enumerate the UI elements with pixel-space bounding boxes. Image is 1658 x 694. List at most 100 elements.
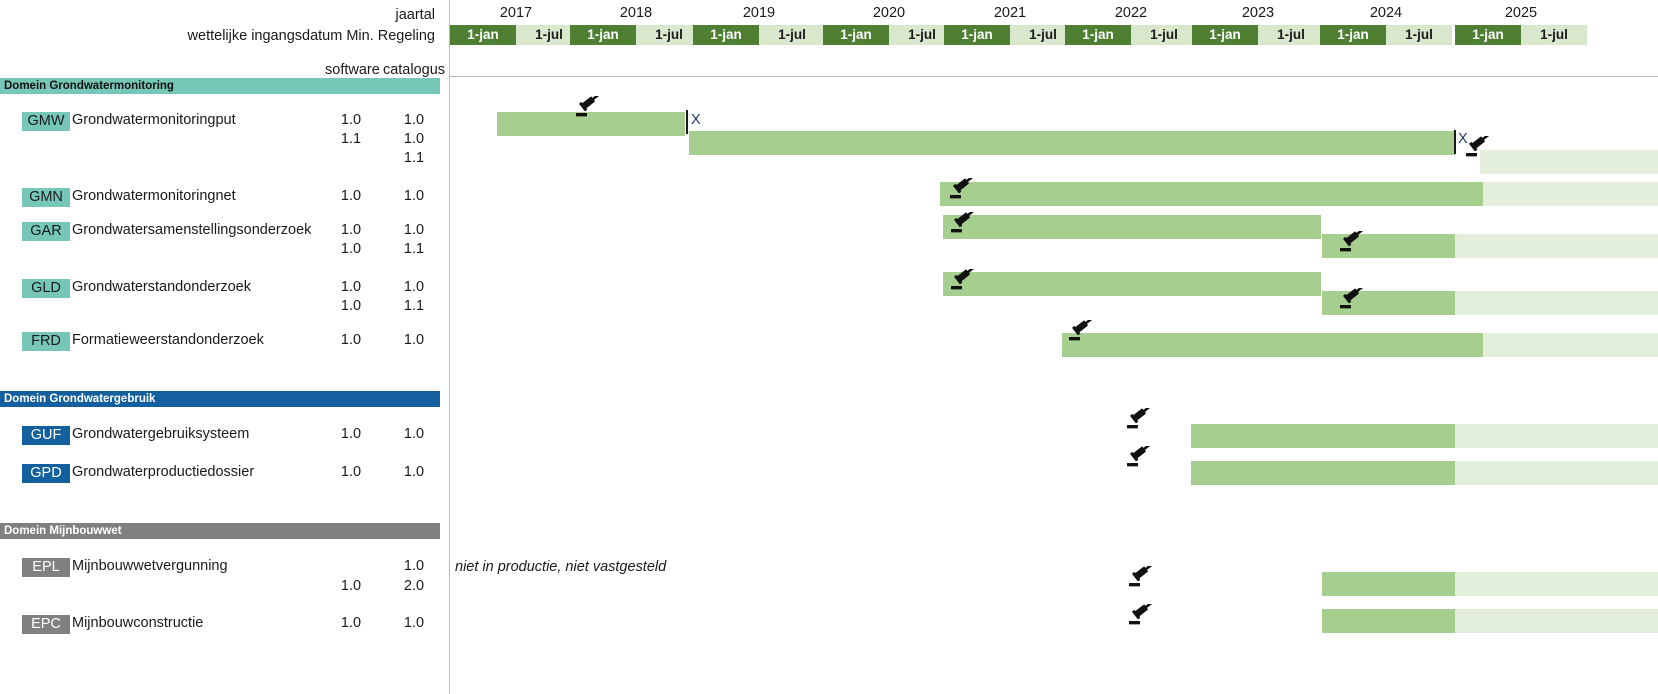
catalogus-version-gar-1: 1.1 (403, 241, 425, 257)
row-name-epl: Mijnbouwwetvergunning (72, 558, 228, 574)
gantt-bar-gmw-v1.0-solid (497, 112, 685, 136)
domain-banner-grondwatermonitoring: Domein Grondwatermonitoring (0, 78, 440, 94)
row-code-gmn: GMN (22, 188, 70, 207)
half-year-jul[interactable]: 1-jul (889, 25, 955, 45)
gantt-bar-gmw-v1.1-solid (689, 131, 1455, 155)
half-year-jan[interactable]: 1-jan (450, 25, 516, 45)
software-version-gar-1: 1.0 (340, 241, 362, 257)
software-version-guf-0: 1.0 (340, 426, 362, 442)
gantt-bar-guf-v1.0-future (1455, 424, 1658, 448)
half-year-jul[interactable]: 1-jul (1258, 25, 1324, 45)
catalogus-version-frd-0: 1.0 (403, 332, 425, 348)
catalogus-version-gld-0: 1.0 (403, 279, 425, 295)
row-code-epl: EPL (22, 558, 70, 577)
gantt-bar-frd-v1.0-future (1483, 333, 1658, 357)
half-year-jul[interactable]: 1-jul (759, 25, 825, 45)
half-year-jul[interactable]: 1-jul (1010, 25, 1076, 45)
software-version-gar-0: 1.0 (340, 222, 362, 238)
row-name-gld: Grondwaterstandonderzoek (72, 279, 251, 295)
half-year-jul[interactable]: 1-jul (636, 25, 702, 45)
row-code-frd: FRD (22, 332, 70, 351)
gavel-icon (1339, 228, 1365, 253)
gantt-bar-frd-v1.0-solid (1062, 333, 1483, 357)
header-jaartal-label: jaartal (395, 7, 436, 23)
software-version-gld-0: 1.0 (340, 279, 362, 295)
half-year-jan[interactable]: 1-jan (1320, 25, 1386, 45)
gantt-bar-gmn-v1.0-future (1483, 182, 1658, 206)
gantt-bar-gpd-v1.0-solid (1191, 461, 1455, 485)
software-version-gmw-0: 1.0 (340, 112, 362, 128)
year-label: 2018 (619, 5, 653, 21)
catalogus-version-gar-0: 1.0 (403, 222, 425, 238)
row-name-epc: Mijnbouwconstructie (72, 615, 204, 631)
annotation-note: niet in productie, niet vastgesteld (455, 559, 667, 575)
year-label: 2023 (1241, 5, 1275, 21)
x-marker-line (686, 110, 688, 134)
row-name-frd: Formatieweerstandonderzoek (72, 332, 264, 348)
half-year-jan[interactable]: 1-jan (1065, 25, 1131, 45)
gavel-icon (575, 93, 601, 118)
catalogus-version-epc-0: 1.0 (403, 615, 425, 631)
gavel-icon (1339, 285, 1365, 310)
catalogus-version-gmw-2: 1.1 (403, 150, 425, 166)
half-year-jan[interactable]: 1-jan (1192, 25, 1258, 45)
panel-divider-vertical (449, 0, 450, 694)
row-code-gmw: GMW (22, 112, 70, 131)
catalogus-version-epl-1: 2.0 (403, 578, 425, 594)
x-marker-line (1454, 130, 1456, 154)
gavel-icon (949, 175, 975, 200)
row-name-gar: Grondwatersamenstellingsonderzoek (72, 222, 312, 238)
gantt-bar-gpd-v1.0-future (1455, 461, 1658, 485)
gantt-bar-gmn-v1.0-solid (940, 182, 1483, 206)
half-year-jul[interactable]: 1-jul (516, 25, 582, 45)
row-code-guf: GUF (22, 426, 70, 445)
catalogus-version-gld-1: 1.1 (403, 298, 425, 314)
half-year-jul[interactable]: 1-jul (1386, 25, 1452, 45)
software-version-gpd-0: 1.0 (340, 464, 362, 480)
year-label: 2021 (993, 5, 1027, 21)
year-label: 2025 (1504, 5, 1538, 21)
row-name-gmn: Grondwatermonitoringnet (72, 188, 236, 204)
gantt-bar-epl-v2.0-solid (1322, 572, 1455, 596)
gantt-bar-gld-v1.1-future (1455, 291, 1658, 315)
row-name-gmw: Grondwatermonitoringput (72, 112, 236, 128)
gavel-icon (1465, 133, 1491, 158)
catalogus-version-epl-0: 1.0 (403, 558, 425, 574)
software-version-epc-0: 1.0 (340, 615, 362, 631)
year-label: 2017 (499, 5, 533, 21)
half-year-jan[interactable]: 1-jan (693, 25, 759, 45)
half-year-jan[interactable]: 1-jan (1455, 25, 1521, 45)
half-year-jan[interactable]: 1-jan (823, 25, 889, 45)
gavel-icon (950, 209, 976, 234)
half-year-jan[interactable]: 1-jan (570, 25, 636, 45)
year-label: 2022 (1114, 5, 1148, 21)
column-header-software: software (325, 62, 380, 78)
catalogus-version-gmn-0: 1.0 (403, 188, 425, 204)
software-version-gld-1: 1.0 (340, 298, 362, 314)
row-name-gpd: Grondwaterproductiedossier (72, 464, 255, 480)
gavel-icon (1126, 405, 1152, 430)
domain-banner-mijnbouwwet: Domein Mijnbouwwet (0, 523, 440, 539)
gavel-icon (1128, 563, 1154, 588)
half-year-jul[interactable]: 1-jul (1131, 25, 1197, 45)
row-code-gld: GLD (22, 279, 70, 298)
catalogus-version-gpd-0: 1.0 (403, 464, 425, 480)
half-year-jan[interactable]: 1-jan (944, 25, 1010, 45)
gantt-bar-epc-v1.0-solid (1322, 609, 1455, 633)
gavel-icon (1128, 601, 1154, 626)
row-code-gar: GAR (22, 222, 70, 241)
half-year-jul[interactable]: 1-jul (1521, 25, 1587, 45)
gantt-bar-epl-v2.0-future (1455, 572, 1658, 596)
gavel-icon (1126, 443, 1152, 468)
row-name-guf: Grondwatergebruiksysteem (72, 426, 250, 442)
catalogus-version-gmw-1: 1.0 (403, 131, 425, 147)
left-legend-panel: jaartal wettelijke ingangsdatum Min. Reg… (0, 0, 449, 694)
